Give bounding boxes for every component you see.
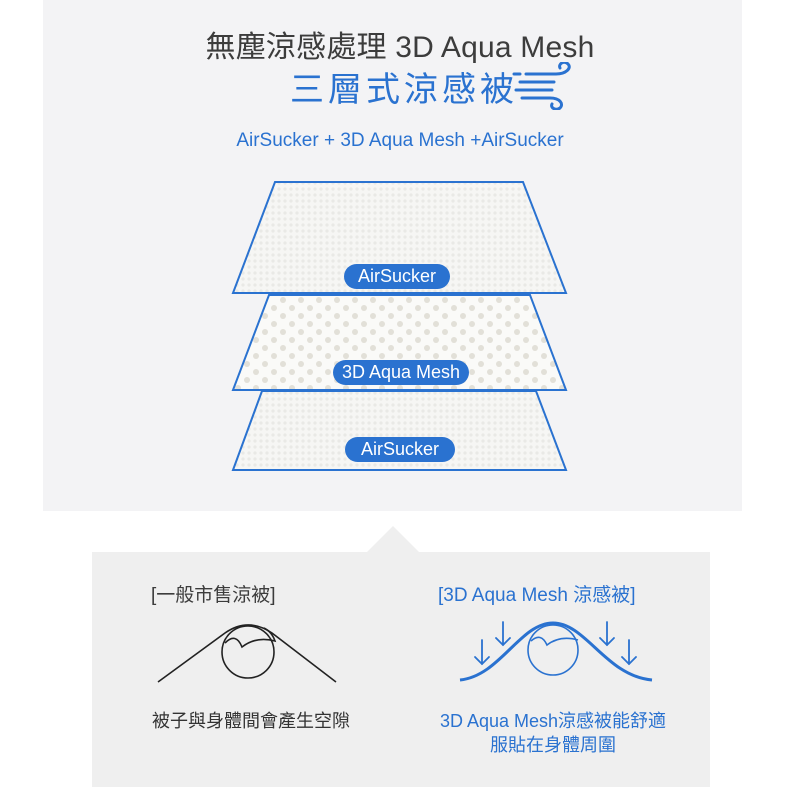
comparison-panel [92, 552, 710, 787]
middle-mesh-layer [231, 294, 568, 391]
pointer-triangle-icon [366, 526, 420, 553]
layer-badge-middle: 3D Aqua Mesh [333, 360, 469, 385]
comparison-illustrations [157, 621, 653, 683]
layer-formula: AirSucker + 3D Aqua Mesh +AirSucker [236, 130, 564, 151]
top-airsucker-layer [231, 181, 568, 294]
aqua-mesh-blanket-title: [3D Aqua Mesh 涼感被] [438, 585, 636, 606]
page-subtitle-heading: 三層式涼感被 [290, 71, 518, 109]
layer-badge-bottom: AirSucker [345, 437, 455, 462]
page-title: 無塵涼感處理 3D Aqua Mesh [205, 31, 595, 64]
regular-blanket-caption: 被子與身體間會產生空隙 [152, 711, 350, 731]
fitted-blanket-arrows-icon [459, 621, 653, 682]
layer-badge-top: AirSucker [344, 264, 450, 289]
regular-blanket-title: [一般市售涼被] [151, 585, 276, 606]
layer-stack-illustration [231, 181, 568, 471]
aqua-mesh-caption-line1: 3D Aqua Mesh涼感被能舒適 [439, 711, 667, 731]
aqua-mesh-caption-line2: 服貼在身體周圍 [490, 735, 616, 755]
wind-icon [512, 62, 571, 110]
tent-blanket-gap-icon [157, 624, 337, 683]
aqua-mesh-blanket-caption: 3D Aqua Mesh涼感被能舒適 服貼在身體周圍 [408, 709, 698, 757]
